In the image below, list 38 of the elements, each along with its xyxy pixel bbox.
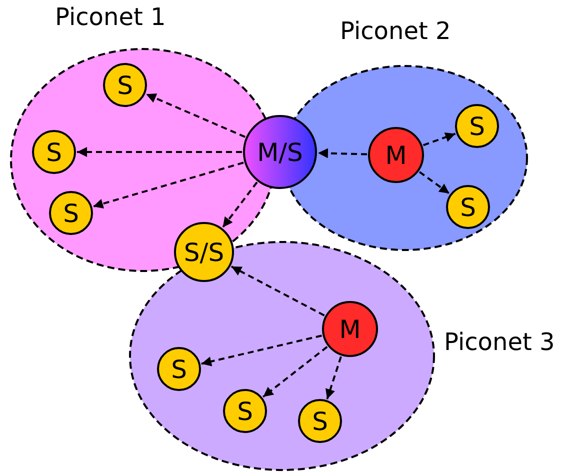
device-label: S [117, 72, 133, 98]
dashed-arrow [77, 147, 242, 157]
dashed-arrow [418, 171, 450, 194]
dashed-arrow [262, 346, 328, 398]
dashed-arrow [92, 162, 244, 209]
dashed-arrow [146, 93, 246, 138]
device-circle [103, 63, 147, 107]
device-label: S [312, 408, 328, 434]
device-circle [223, 389, 267, 433]
piconet-title: Piconet 1 [55, 3, 166, 31]
device-label: S [171, 356, 187, 382]
device-circle [174, 222, 234, 282]
device-circle [298, 399, 342, 443]
device-label: S [46, 140, 62, 164]
dashed-arrow [318, 148, 368, 158]
device-label: M [385, 142, 407, 168]
device-label: S [237, 398, 253, 424]
device-circle [157, 347, 201, 391]
device-label: M [339, 316, 361, 342]
dashed-arrow [325, 356, 342, 400]
device-circle [446, 185, 490, 229]
device-circle [322, 301, 378, 357]
dashed-arrow [230, 266, 325, 316]
device-circle [455, 104, 499, 148]
device-circle [49, 191, 93, 235]
device-label: S [460, 194, 476, 220]
dashed-arrow [222, 182, 258, 228]
device-circle [368, 127, 424, 183]
device-label: S [469, 114, 485, 138]
piconet-title: Piconet 2 [340, 17, 451, 45]
device-label: S [63, 200, 79, 226]
device-circle [32, 130, 76, 174]
piconet-title: Piconet 3 [444, 328, 555, 356]
dashed-arrow [422, 132, 456, 146]
device-label: S/S [184, 240, 224, 264]
dashed-arrow [201, 334, 322, 366]
device-label: M/S [257, 140, 303, 164]
device-circle [243, 115, 317, 189]
